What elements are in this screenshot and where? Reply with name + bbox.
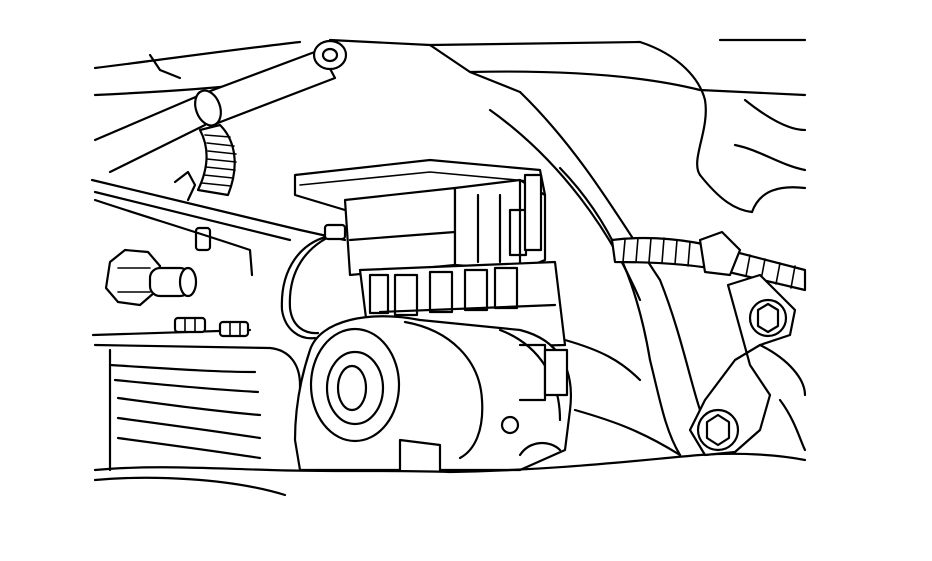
upper-crossbar	[93, 39, 348, 174]
finned-housing	[93, 343, 302, 497]
actuator-housing	[293, 315, 572, 472]
left-stud-bolt	[104, 248, 198, 307]
right-wiring-harness	[610, 230, 807, 292]
control-module	[293, 158, 547, 277]
right-bracket	[688, 273, 807, 457]
base-lines	[268, 338, 807, 474]
left-wiring-harness	[196, 123, 237, 197]
sensor-wire	[280, 223, 347, 340]
frame-lines	[93, 38, 807, 457]
small-studs	[173, 316, 250, 338]
